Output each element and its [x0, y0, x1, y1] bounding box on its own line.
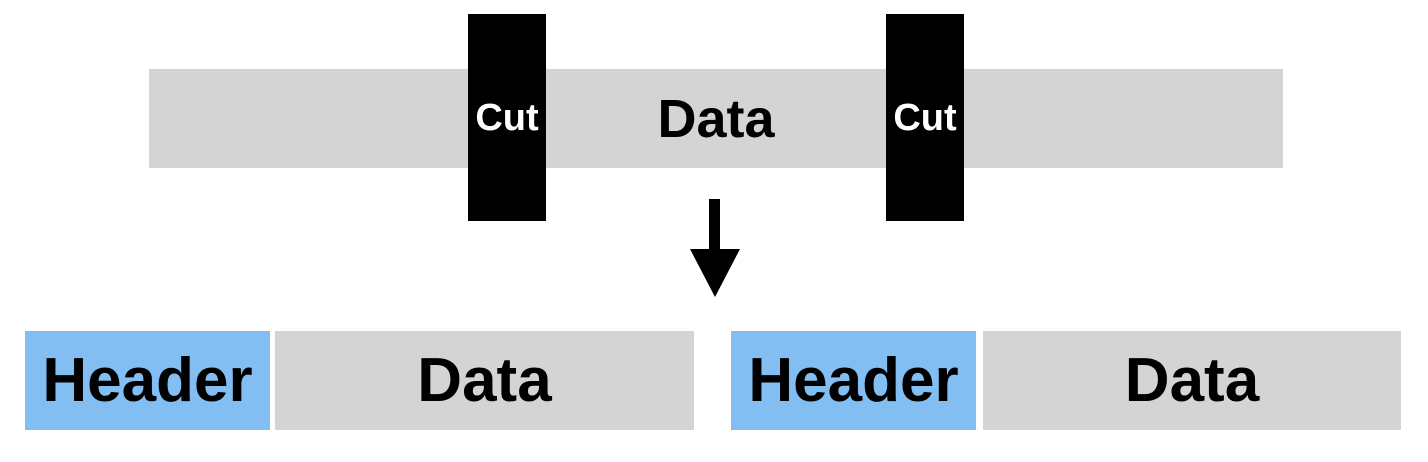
cut-marker-2: Cut [886, 14, 964, 221]
segment-2-data-label: Data [1124, 345, 1260, 415]
segment-1-header-box: Header [25, 331, 270, 430]
segment-1-data-box: Data [275, 331, 694, 430]
cut-marker-1-label: Cut [475, 96, 539, 139]
data-stream-label: Data [657, 88, 775, 149]
segment-2-header-label: Header [748, 345, 959, 415]
cut-marker-1: Cut [468, 14, 546, 221]
segment-1-header-label: Header [42, 345, 253, 415]
down-arrow-icon [690, 199, 740, 297]
cut-marker-2-label: Cut [893, 96, 957, 139]
segment-1-data-label: Data [417, 345, 552, 415]
segment-2-data-box: Data [983, 331, 1401, 430]
data-stream-bar: Data [149, 69, 1283, 168]
segment-2-header-box: Header [731, 331, 976, 430]
